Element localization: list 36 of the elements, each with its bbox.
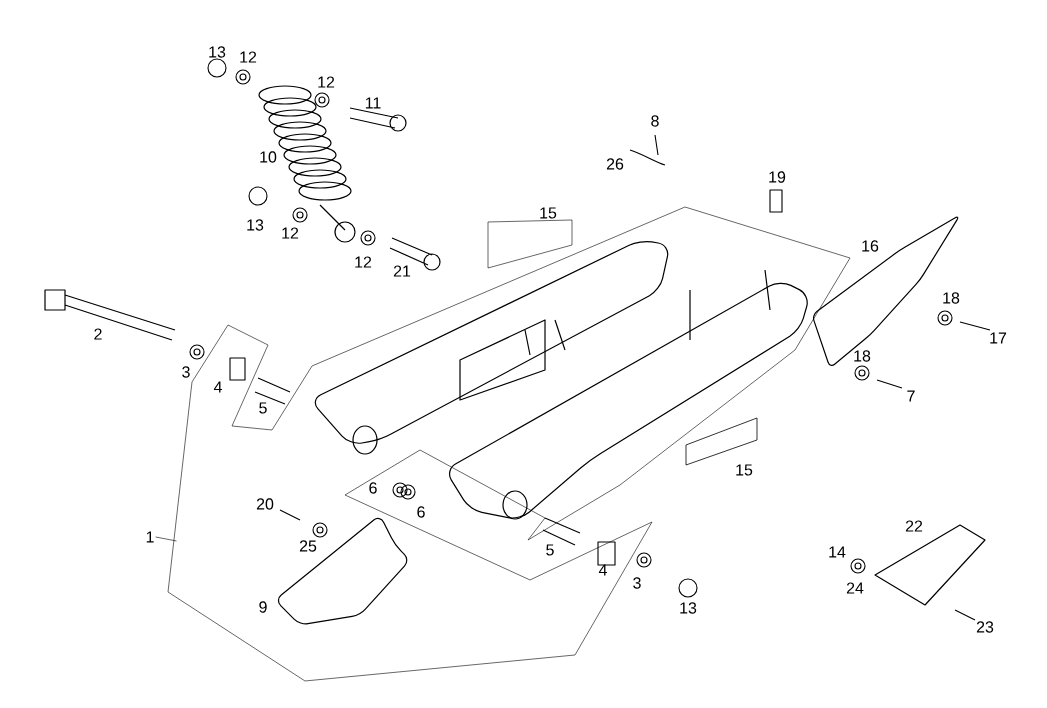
callout-number: 23 — [976, 621, 994, 633]
callout-number: 13 — [209, 46, 226, 58]
callout-number: 3 — [633, 577, 641, 589]
callout-number: 21 — [393, 265, 411, 277]
callout-number: 4 — [213, 381, 222, 393]
callout-number: 6 — [417, 506, 425, 518]
callout-number: 13 — [680, 602, 697, 614]
callout-number: 12 — [240, 51, 257, 63]
callout-number: 20 — [256, 498, 274, 510]
callout-number: 2 — [94, 328, 102, 340]
callout-number: 4 — [598, 564, 607, 576]
leader-line — [155, 536, 177, 542]
callout-number: 12 — [355, 256, 372, 268]
callout-number: 7 — [907, 390, 915, 402]
callout-number: 24 — [846, 582, 864, 594]
callout-number: 17 — [990, 332, 1007, 344]
callout-number: 15 — [736, 464, 753, 476]
callout-number: 11 — [365, 97, 381, 109]
callout-number: 8 — [651, 115, 659, 127]
callout-number: 9 — [259, 601, 267, 613]
callout-number: 19 — [769, 171, 786, 183]
callout-number: 14 — [829, 546, 846, 558]
callout-number: 26 — [606, 158, 624, 170]
callout-number: 5 — [259, 402, 267, 414]
callout-number: 10 — [260, 151, 277, 163]
callout-number: 18 — [943, 292, 960, 304]
callout-number: 1 — [146, 531, 154, 543]
callout-number: 25 — [299, 540, 317, 552]
callout-number: 13 — [247, 219, 264, 231]
callout-number: 12 — [318, 76, 335, 88]
callout-number: 15 — [540, 207, 557, 219]
callout-number: 12 — [282, 227, 299, 239]
callout-number: 6 — [369, 482, 377, 494]
callout-number: 3 — [182, 366, 190, 378]
callout-number: 22 — [905, 520, 923, 532]
callout-number: 5 — [546, 544, 554, 556]
